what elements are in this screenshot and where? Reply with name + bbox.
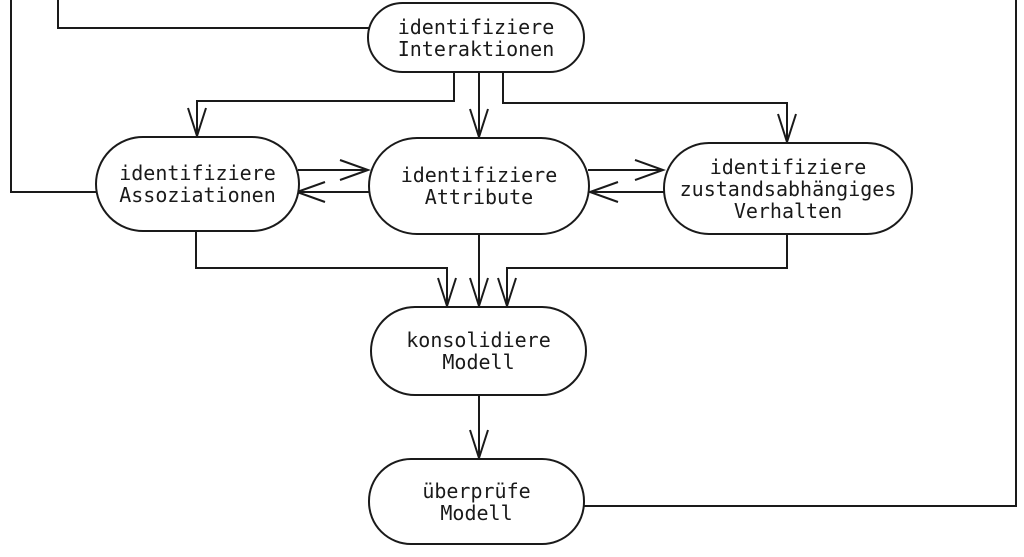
edge-offscreen-top-to-interaktionen	[57, 0, 372, 29]
edge-attribute-to-assoziationen	[294, 181, 370, 203]
node-identifiziere-interaktionen: identifiziere Interaktionen	[367, 2, 585, 73]
node-label: identifiziere Assoziationen	[119, 161, 276, 207]
node-label: konsolidiere Modell	[406, 328, 551, 374]
node-konsolidiere-modell: konsolidiere Modell	[370, 306, 587, 396]
node-ueberpruefe-modell: überprüfe Modell	[368, 458, 585, 545]
arrowhead-right-icon	[634, 159, 666, 181]
node-label: identifiziere zustandsabhängiges Verhalt…	[679, 154, 897, 223]
edge-konsolidiere-to-ueberpruefe	[469, 395, 489, 462]
node-identifiziere-zustandsabhaengiges-verhalten: identifiziere zustandsabhängiges Verhalt…	[663, 142, 913, 235]
arrowhead-right-icon	[339, 159, 371, 181]
edge-ueberpruefe-to-offscreen-top	[580, 0, 1017, 507]
edge-interaktionen-to-verhalten	[502, 73, 797, 146]
edge-interaktionen-to-assoziationen	[187, 73, 455, 140]
edge-attribute-to-konsolidiere	[469, 234, 489, 310]
node-identifiziere-assoziationen: identifiziere Assoziationen	[95, 136, 300, 232]
edge-verhalten-to-attribute	[587, 181, 665, 203]
edge-assoziationen-to-attribute	[298, 159, 371, 181]
edge-verhalten-to-konsolidiere	[497, 234, 788, 310]
edge-assoziationen-to-konsolidiere	[195, 231, 457, 310]
node-label: überprüfe Modell	[422, 478, 531, 525]
edge-attribute-to-verhalten	[588, 159, 666, 181]
node-label: identifiziere Attribute	[400, 163, 558, 209]
node-label: identifiziere Interaktionen	[397, 14, 555, 61]
edge-interaktionen-to-attribute	[469, 73, 489, 141]
node-identifiziere-attribute: identifiziere Attribute	[368, 137, 590, 235]
arrowhead-left-icon	[587, 181, 619, 203]
edge-offscreen-top-to-assoziationen	[10, 0, 100, 193]
